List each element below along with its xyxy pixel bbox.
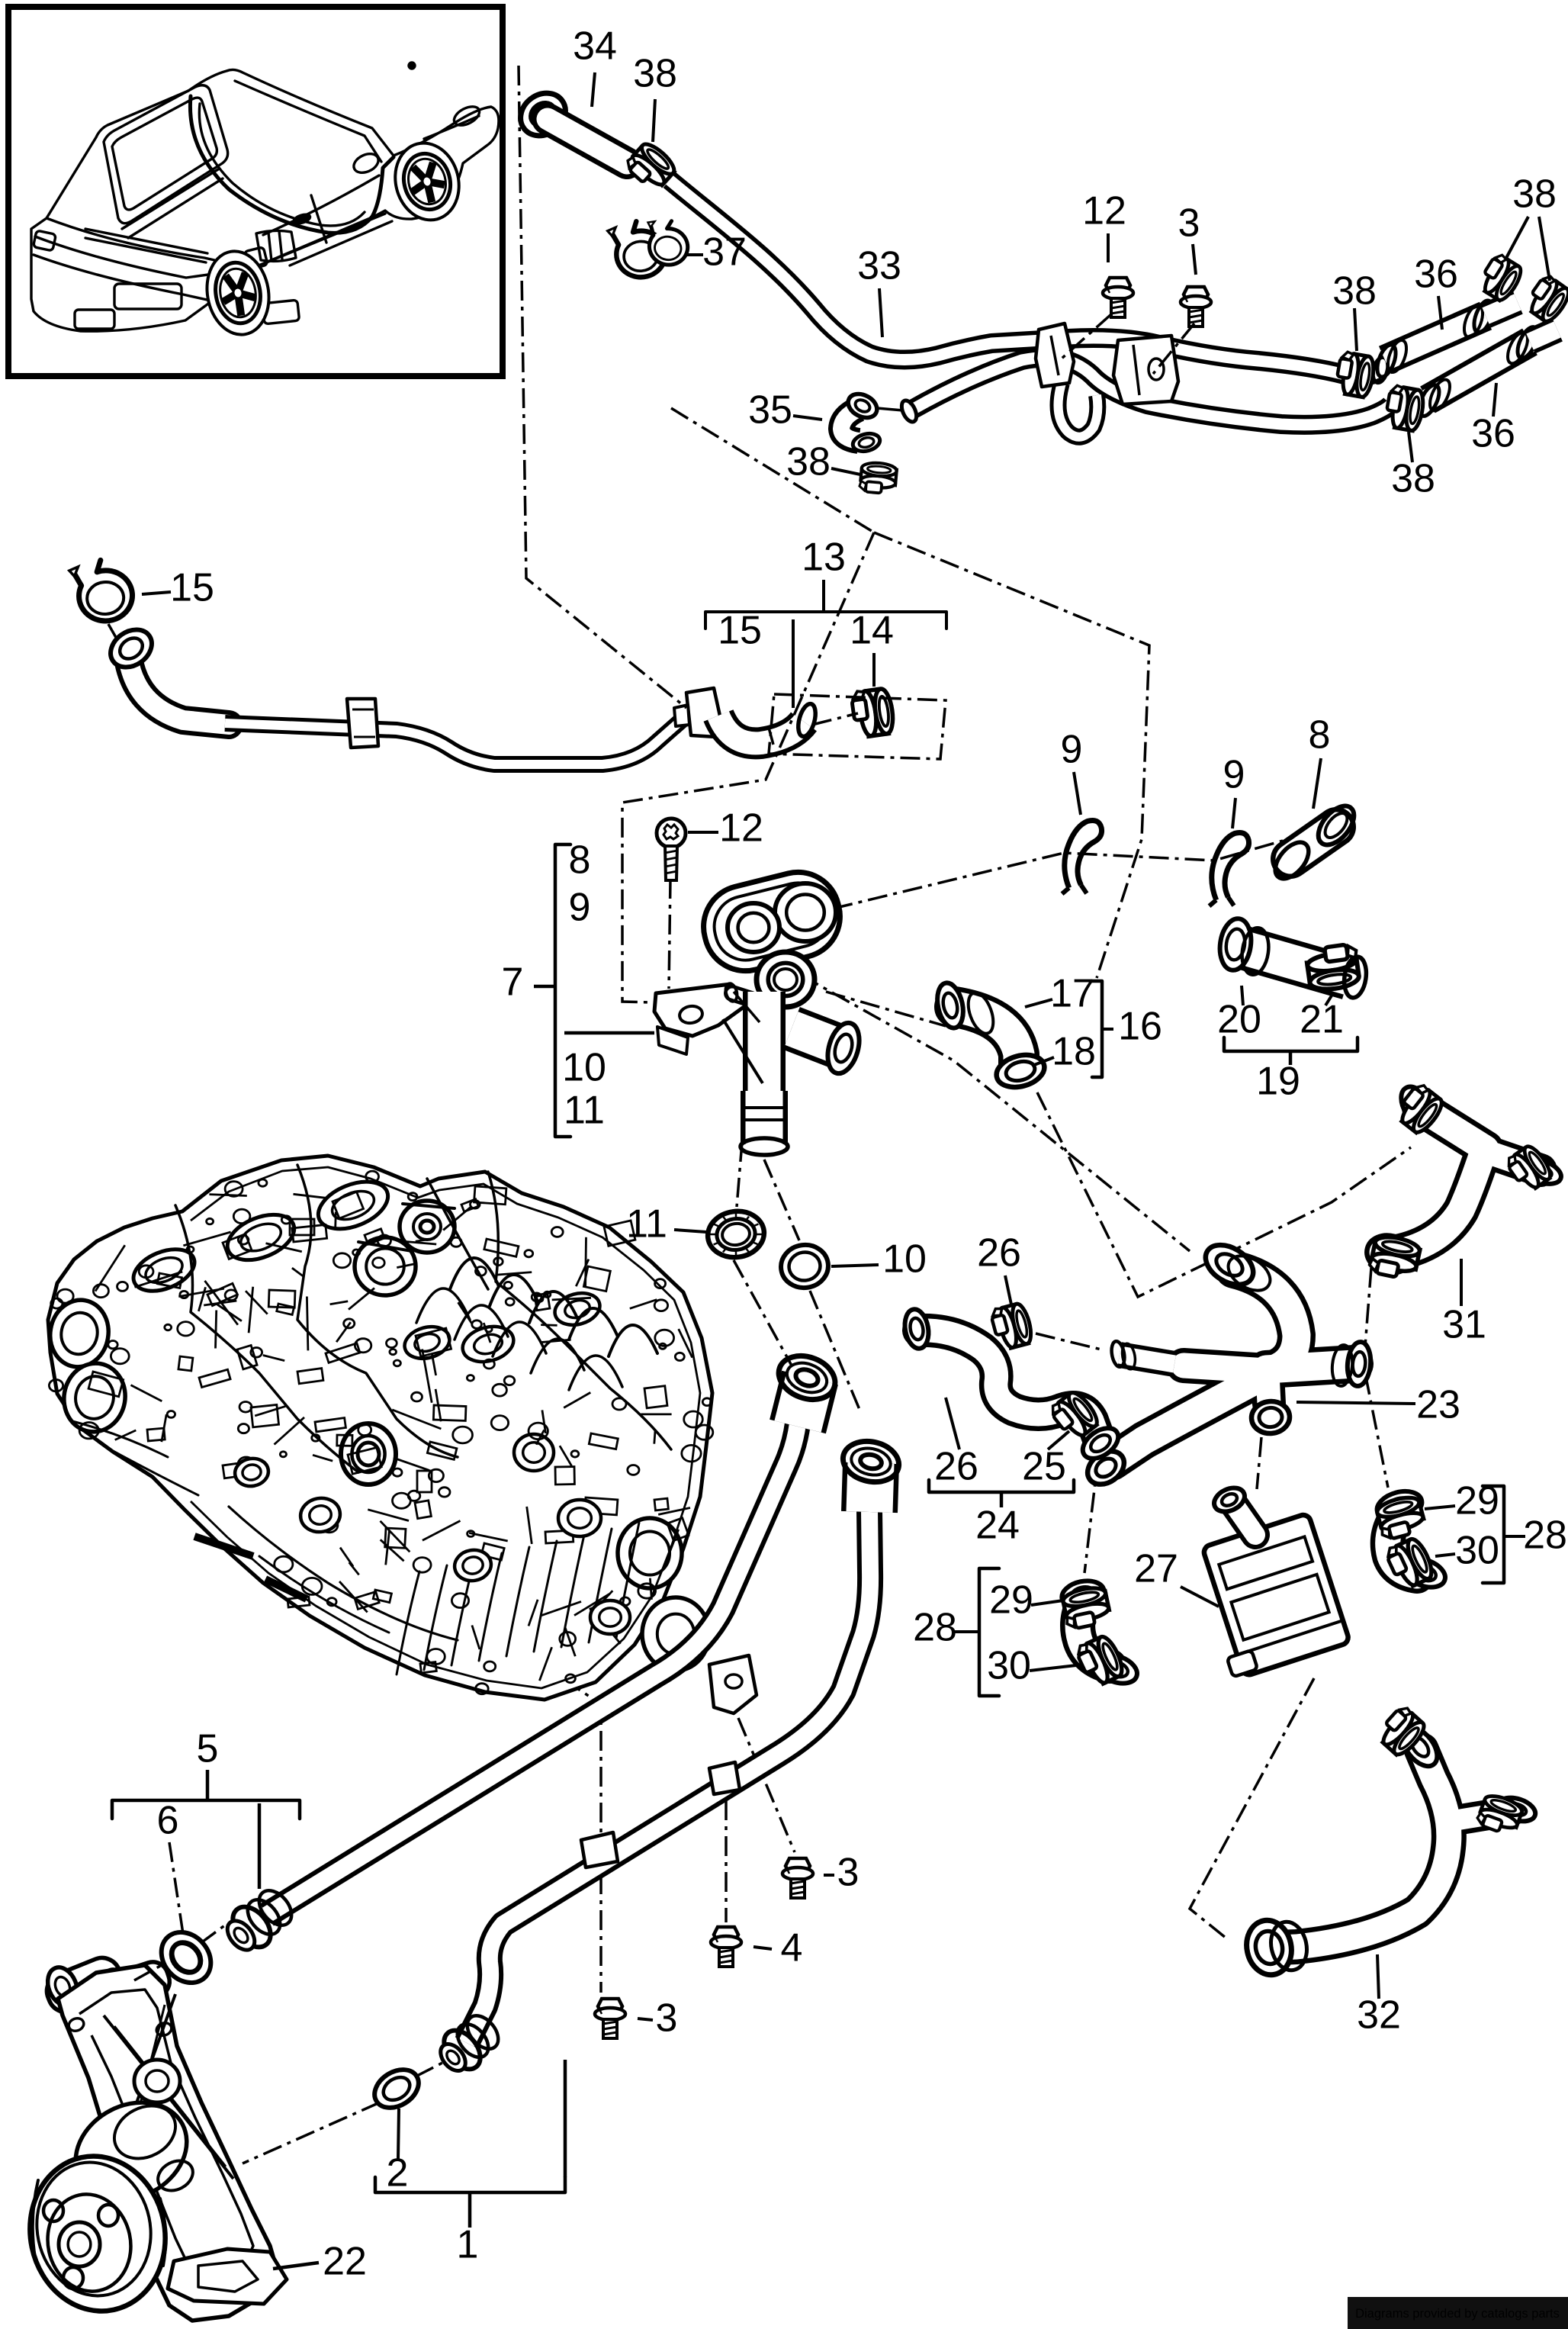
svg-text:1: 1	[457, 2223, 479, 2267]
svg-text:9: 9	[1223, 753, 1245, 797]
svg-text:38: 38	[1332, 269, 1377, 314]
svg-text:9: 9	[569, 886, 591, 930]
svg-text:12: 12	[719, 806, 763, 851]
svg-text:2: 2	[387, 2151, 409, 2196]
svg-text:15: 15	[718, 609, 762, 653]
svg-text:15: 15	[170, 566, 214, 610]
svg-text:36: 36	[1471, 412, 1515, 456]
svg-text:33: 33	[857, 244, 901, 288]
svg-text:30: 30	[1455, 1529, 1499, 1573]
svg-text:37: 37	[702, 230, 747, 275]
svg-text:26: 26	[934, 1445, 978, 1489]
svg-text:35: 35	[748, 388, 792, 433]
svg-text:24: 24	[975, 1504, 1020, 1548]
svg-text:36: 36	[1414, 253, 1458, 297]
svg-text:38: 38	[1391, 457, 1435, 501]
svg-text:31: 31	[1442, 1303, 1486, 1347]
svg-text:34: 34	[573, 24, 617, 69]
svg-text:3: 3	[1178, 201, 1200, 246]
svg-text:25: 25	[1022, 1445, 1066, 1489]
svg-text:8: 8	[1309, 713, 1331, 758]
svg-text:26: 26	[977, 1231, 1021, 1275]
svg-text:6: 6	[157, 1799, 179, 1843]
svg-text:9: 9	[1061, 728, 1083, 772]
svg-text:13: 13	[802, 536, 846, 580]
svg-text:38: 38	[633, 52, 677, 96]
svg-text:18: 18	[1052, 1030, 1096, 1074]
svg-text:3: 3	[656, 1996, 678, 2041]
svg-text:22: 22	[323, 2240, 367, 2284]
svg-text:23: 23	[1416, 1383, 1460, 1427]
svg-text:28: 28	[913, 1606, 957, 1650]
svg-text:17: 17	[1050, 972, 1094, 1016]
svg-text:5: 5	[197, 1727, 219, 1771]
svg-text:14: 14	[850, 609, 894, 653]
svg-text:29: 29	[989, 1578, 1033, 1623]
svg-text:7: 7	[502, 960, 524, 1005]
svg-text:19: 19	[1256, 1060, 1300, 1104]
svg-text:10: 10	[882, 1237, 927, 1282]
svg-text:3: 3	[837, 1851, 860, 1895]
svg-text:28: 28	[1523, 1514, 1567, 1558]
svg-text:21: 21	[1300, 998, 1344, 1042]
svg-text:32: 32	[1357, 1993, 1401, 2038]
svg-text:20: 20	[1217, 998, 1261, 1042]
svg-text:12: 12	[1082, 189, 1126, 233]
svg-text:16: 16	[1118, 1005, 1162, 1049]
svg-text:10: 10	[562, 1046, 606, 1090]
svg-text:8: 8	[569, 838, 591, 883]
svg-text:11: 11	[626, 1202, 667, 1247]
svg-text:11: 11	[564, 1089, 605, 1133]
svg-text:4: 4	[781, 1926, 803, 1970]
svg-text:27: 27	[1134, 1547, 1178, 1591]
svg-text:30: 30	[987, 1644, 1031, 1688]
svg-text:38: 38	[786, 440, 831, 484]
svg-text:Diagrams provided by catalogs: Diagrams provided by catalogs parts	[1355, 2307, 1560, 2321]
svg-text:38: 38	[1512, 172, 1557, 217]
